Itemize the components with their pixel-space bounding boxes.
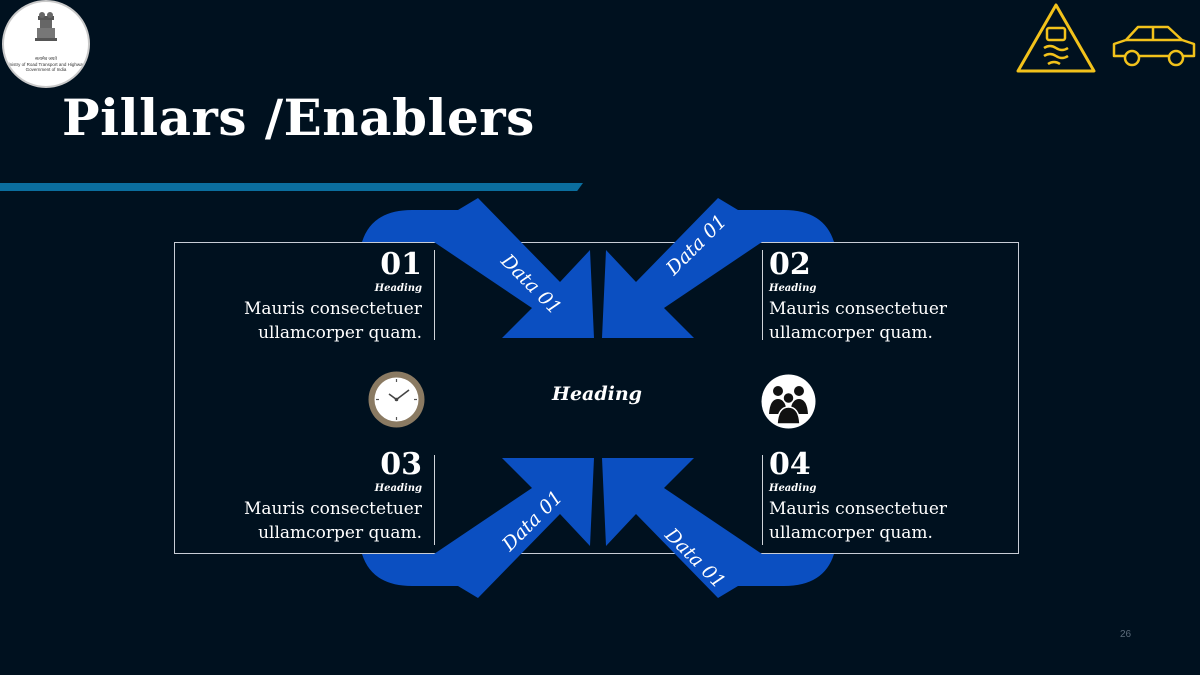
page-number: 26 [1120, 629, 1132, 640]
pillar-block-03: 03 Heading Mauris consectetuer ullamcorp… [172, 450, 422, 545]
arrow-bottom-right [602, 458, 834, 598]
pillar-desc-line2: ullamcorper quam. [258, 323, 422, 343]
diagram-frame [174, 242, 1019, 554]
pillar-desc-line1: Mauris consectetuer [243, 499, 422, 519]
pillar-desc-line1: Mauris consectetuer [243, 299, 422, 319]
pillar-desc-line1: Mauris consectetuer [769, 499, 948, 519]
car-icon [1112, 25, 1196, 67]
pillar-heading: Heading [769, 483, 817, 494]
arrow-bottom-left [362, 458, 594, 598]
pillar-number: 04 [769, 447, 811, 482]
clock-icon [368, 371, 425, 428]
people-group-icon [761, 374, 816, 429]
pillar-block-02: 02 Heading Mauris consectetuer ullamcorp… [769, 250, 1019, 345]
pillar-block-01: 01 Heading Mauris consectetuer ullamcorp… [172, 250, 422, 345]
arrow-top-left [362, 198, 594, 338]
pillar-number: 02 [769, 247, 811, 282]
pillar-desc-line2: ullamcorper quam. [769, 323, 933, 343]
pillar-number: 03 [380, 447, 422, 482]
pillar-heading: Heading [374, 283, 422, 294]
pillar-desc-line2: ullamcorper quam. [769, 523, 933, 543]
pillar-heading: Heading [374, 483, 422, 494]
arrow-top-right [602, 198, 834, 338]
road-warning-icon [1016, 3, 1096, 73]
ministry-logo: सत्यमेव जयते Ministry of Road Transport … [2, 0, 90, 88]
title-underline [0, 183, 583, 191]
pillar-heading: Heading [769, 283, 817, 294]
pillar-desc-line2: ullamcorper quam. [258, 523, 422, 543]
divider [762, 250, 763, 340]
logo-caption: सत्यमेव जयते Ministry of Road Transport … [4, 56, 88, 72]
divider [434, 250, 435, 340]
center-heading: Heading [552, 383, 642, 405]
emblem-icon [35, 12, 57, 41]
pillar-number: 01 [380, 247, 422, 282]
page-title: Pillars /Enablers [62, 88, 535, 147]
divider [434, 455, 435, 545]
divider [762, 455, 763, 545]
pillar-desc-line1: Mauris consectetuer [769, 299, 948, 319]
pillar-block-04: 04 Heading Mauris consectetuer ullamcorp… [769, 450, 1019, 545]
